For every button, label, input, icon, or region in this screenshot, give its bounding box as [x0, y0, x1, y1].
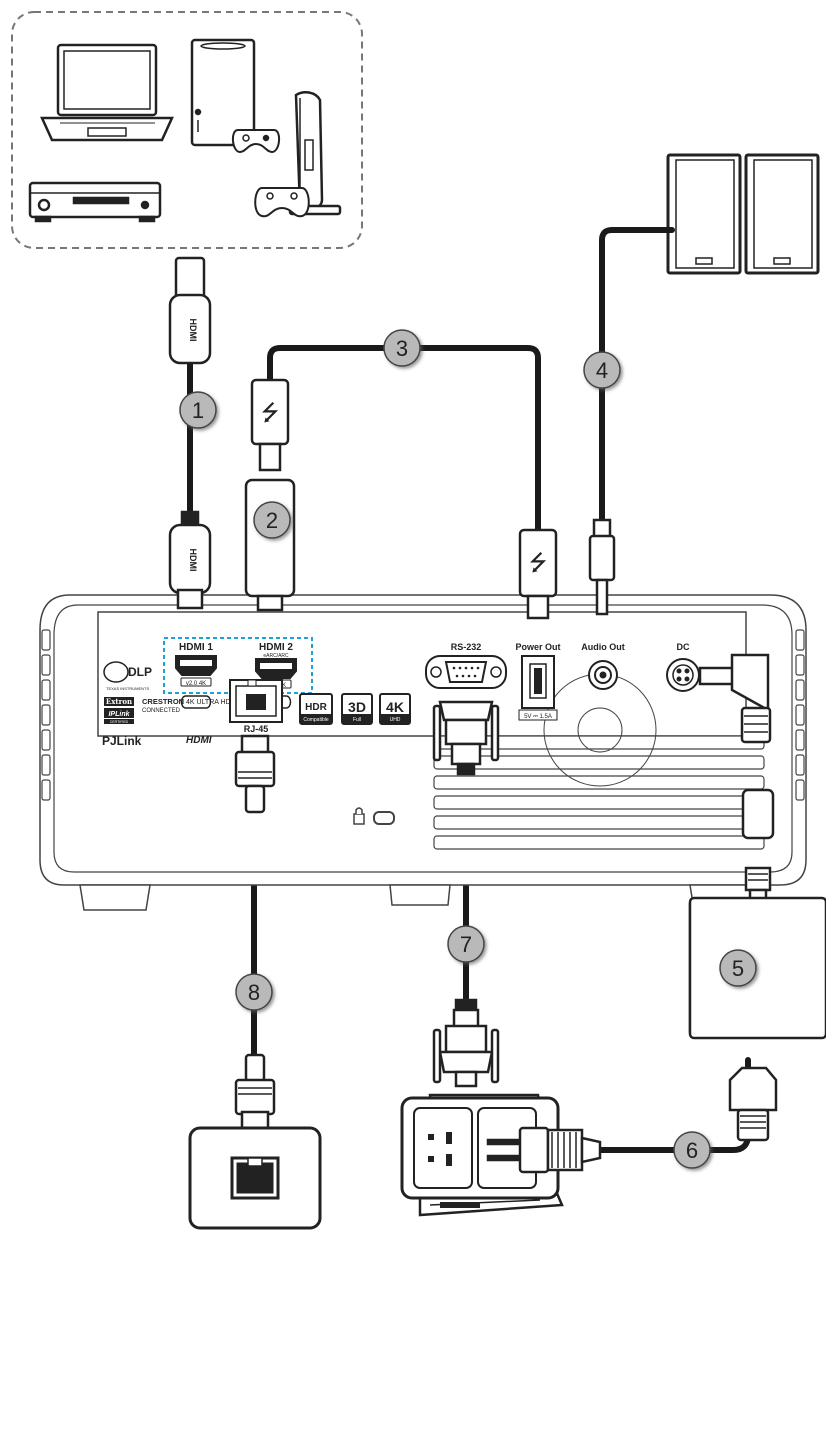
rs232-port: [425, 655, 507, 689]
svg-text:2: 2: [266, 508, 278, 533]
svg-text:7: 7: [460, 932, 472, 957]
svg-text:HDR: HDR: [305, 702, 327, 713]
rs232-port-label: RS-232: [451, 642, 482, 652]
laptop-icon: [40, 43, 174, 142]
lan-plug-bottom: [234, 1053, 276, 1130]
svg-text:Extron: Extron: [106, 697, 132, 706]
speakers-icon: [666, 153, 820, 275]
3d-badge: 3D Full: [341, 693, 373, 725]
callout-7: 7: [447, 925, 485, 963]
svg-text:1: 1: [192, 398, 204, 423]
projector-feet: [79, 884, 761, 911]
dc-port-label: DC: [677, 642, 690, 652]
svg-text:HDMI: HDMI: [188, 549, 198, 572]
power-adapter: [688, 866, 826, 1040]
iec-power-plug: [728, 1066, 778, 1142]
kensington-lock-icon: [353, 807, 395, 825]
mains-plug: [486, 1126, 602, 1174]
game-console-tower-icon: [190, 38, 280, 154]
svg-text:CERTIFIED: CERTIFIED: [110, 720, 129, 724]
power-out-port: [518, 655, 558, 721]
power-out-spec: 5V ⎓ 1.5A: [524, 714, 552, 720]
game-console-stand-icon: [254, 91, 342, 218]
svg-text:3D: 3D: [348, 699, 366, 715]
callout-2: 2: [253, 501, 291, 539]
power-out-port-label: Power Out: [515, 642, 560, 652]
media-player-icon: [28, 181, 162, 223]
svg-text:TEXAS INSTRUMENTS: TEXAS INSTRUMENTS: [106, 686, 149, 691]
4k-badge: 4K UHD: [379, 693, 411, 725]
projector-rear-panel: [39, 594, 807, 911]
audio-out-port: [588, 660, 618, 690]
callout-4: 4: [583, 351, 621, 389]
pjlink-logo: PJLink: [102, 734, 142, 748]
rj45-port: [229, 679, 283, 723]
callout-1: 1: [179, 391, 217, 429]
rs232-plug: [432, 700, 500, 776]
mains-cable: [597, 1057, 751, 1153]
rj45-port-label: RJ-45: [244, 724, 269, 734]
dc-port: [666, 658, 700, 692]
crestron-sub-logo: CONNECTED: [142, 708, 181, 714]
hdmi-1-connector: HDMI HDMI: [168, 256, 212, 610]
svg-text:3: 3: [396, 336, 408, 361]
rs232-plug-bottom: [432, 998, 500, 1088]
hdmi1-port-label: HDMI 1: [179, 642, 213, 653]
svg-text:HDMI: HDMI: [188, 319, 198, 342]
svg-text:8: 8: [248, 980, 260, 1005]
hdmi-streaming-dongle: [244, 478, 296, 612]
iplink-logo: IPLink CERTIFIED: [104, 708, 134, 724]
svg-text:4K: 4K: [386, 699, 404, 715]
svg-text:IPLink: IPLink: [108, 711, 130, 718]
svg-text:UHD: UHD: [390, 717, 401, 723]
audio-out-port-label: Audio Out: [581, 642, 625, 652]
crestron-logo: CRESTRON: [142, 697, 184, 706]
dc-angle-plug: [698, 653, 772, 744]
svg-text:5: 5: [732, 956, 744, 981]
vent-right: [795, 629, 805, 801]
svg-text:6: 6: [686, 1138, 698, 1163]
dlp-logo: DLP TEXAS INSTRUMENTS: [103, 661, 152, 691]
vent-left: [41, 629, 51, 801]
usb-cable: [267, 345, 541, 533]
hdmi-logo: HDMI: [186, 735, 212, 746]
svg-text:Compatible: Compatible: [303, 717, 329, 723]
hdmi2-port-sublabel: eARC/ARC: [263, 653, 289, 659]
callout-6: 6: [673, 1131, 711, 1169]
usb-plug-power-out: ⭍: [518, 528, 558, 620]
audio-plug: [588, 518, 616, 616]
wall-outlet: [400, 1096, 560, 1200]
svg-text:4: 4: [596, 358, 608, 383]
callout-8: 8: [235, 973, 273, 1011]
svg-text:Full: Full: [353, 717, 361, 723]
ferrite-core: [741, 788, 775, 840]
hdmi1-port-spec: v2.0 4K: [186, 681, 206, 687]
callout-3: 3: [383, 329, 421, 367]
hdmi1-port: [175, 655, 217, 687]
callout-5: 5: [719, 949, 757, 987]
gamepad-icon-hdmi1: [180, 695, 212, 709]
usb-plug-top: ⭍: [250, 378, 290, 472]
lan-plug-top: [234, 734, 276, 814]
extron-logo: Extron: [104, 697, 134, 706]
svg-text:DLP: DLP: [128, 665, 152, 679]
audio-cable: [599, 227, 675, 523]
source-devices-frame: [11, 11, 363, 249]
source-devices-group: [11, 11, 363, 249]
hdmi2-port-label: HDMI 2: [259, 642, 293, 653]
svg-text:⭍: ⭍: [529, 551, 547, 576]
ultrahd-logo: 4K ULTRA HD: [186, 699, 231, 706]
svg-text:⭍: ⭍: [261, 401, 279, 426]
lan-wall-socket: [188, 1126, 322, 1230]
hdr-badge: HDR Compatible: [299, 693, 333, 725]
